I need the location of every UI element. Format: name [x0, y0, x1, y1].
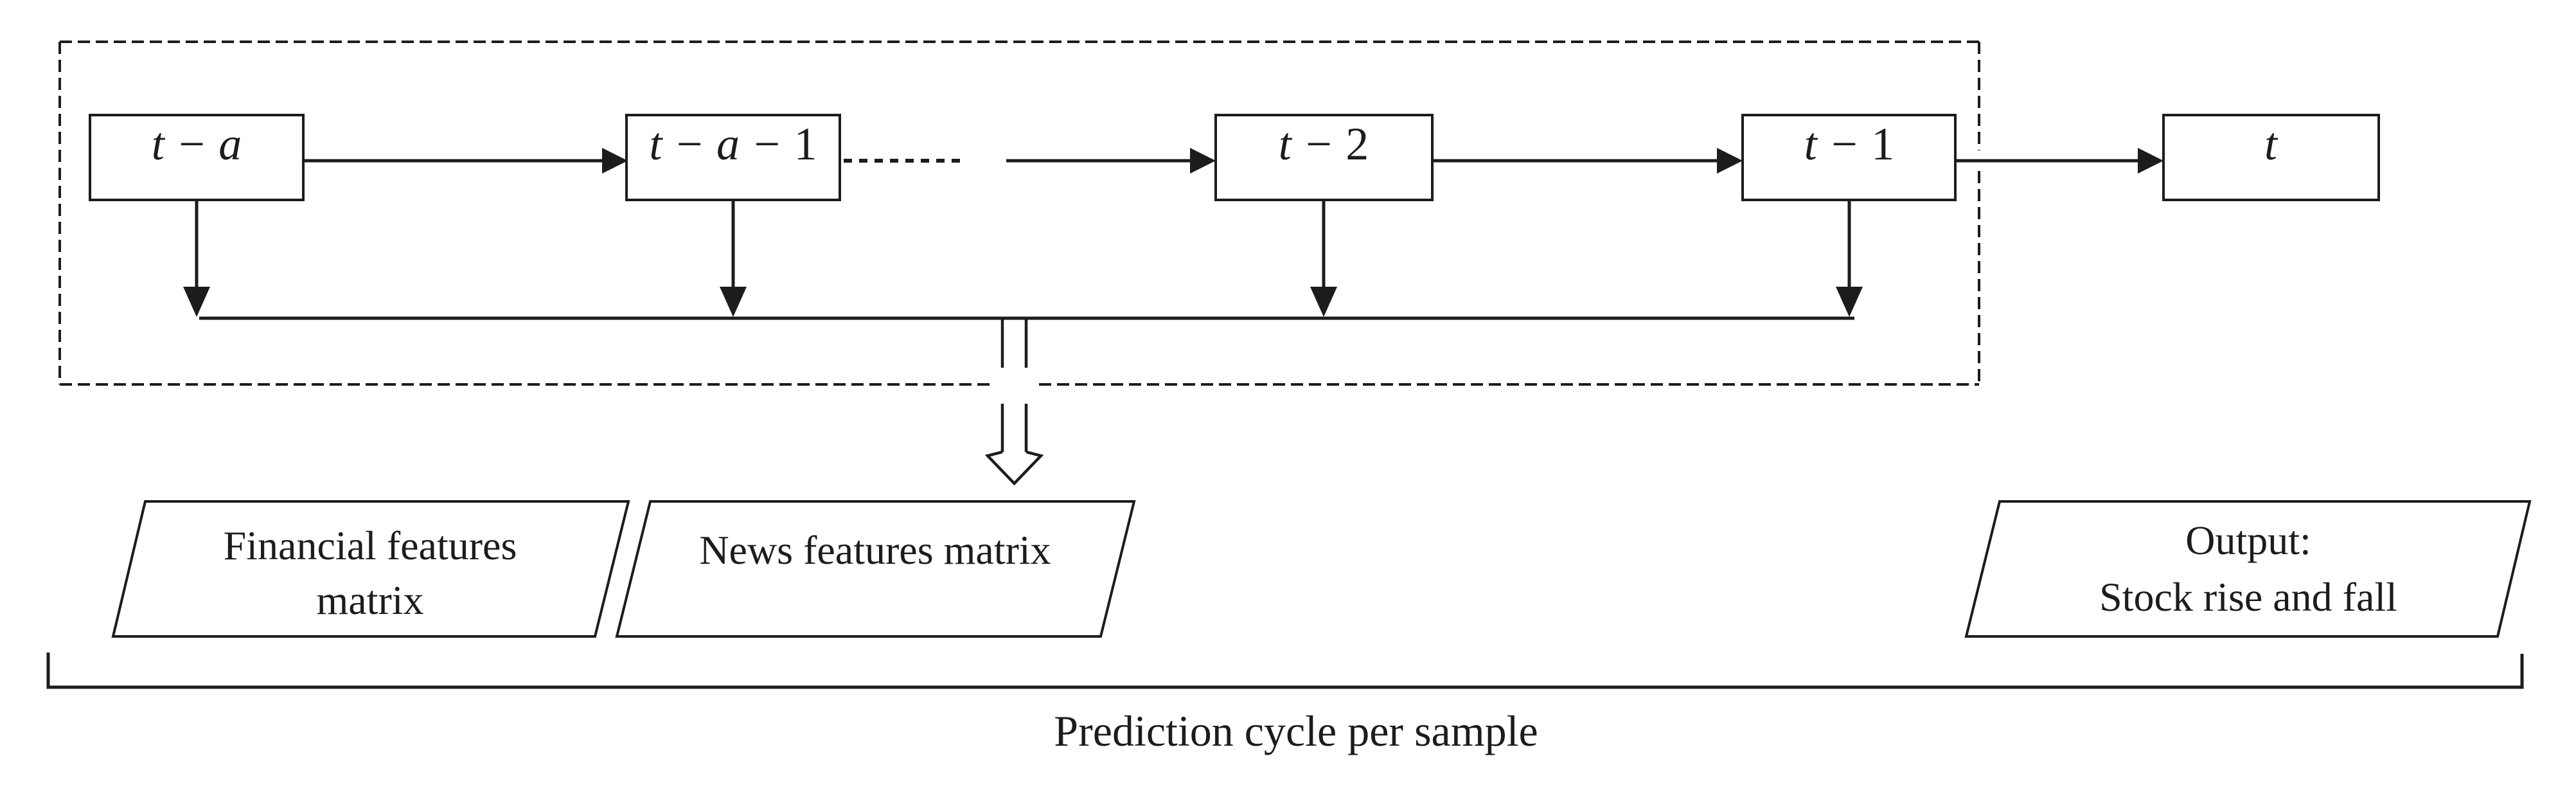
news-features-parallelogram	[615, 500, 1136, 638]
io-parallelograms	[111, 500, 2532, 638]
timestep-label-t-a: t − a	[152, 118, 242, 170]
timestep-label-t-2: t − 2	[1279, 118, 1369, 170]
timestep-box-t-1	[1741, 114, 1957, 201]
timestep-box-t-a-1	[625, 114, 841, 201]
timestep-label-t-a-1: t − a − 1	[649, 118, 817, 170]
output-parallelogram	[1964, 500, 2532, 638]
timestep-box-t-a	[89, 114, 305, 201]
prediction-cycle-bracket	[46, 652, 2524, 689]
arrow-down-icon	[720, 201, 747, 317]
timestep-label-t-1: t − 1	[1804, 118, 1895, 170]
double-down-arrow-icon	[984, 320, 1044, 486]
arrow-down-icon	[183, 201, 210, 317]
financial-features-label-line1: Financial features	[224, 523, 517, 568]
timestep-label-t: t	[2264, 118, 2278, 170]
financial-features-parallelogram	[111, 500, 630, 638]
dashed-window-border	[58, 40, 1980, 386]
down-arrows	[183, 201, 1863, 317]
arrow-right-icon	[1955, 148, 2163, 174]
output-label-line1: Output:	[2185, 518, 2311, 563]
financial-features-label-line2: matrix	[316, 577, 423, 623]
timestep-boxes	[89, 114, 2380, 201]
arrow-down-icon	[1836, 201, 1863, 317]
arrow-right-icon	[1432, 148, 1743, 174]
arrow-right-icon	[303, 148, 628, 174]
flow-arrows	[303, 148, 2163, 174]
arrow-right-icon	[1006, 148, 1216, 174]
diagram-caption: Prediction cycle per sample	[1054, 706, 1538, 755]
arrow-down-icon	[1310, 201, 1337, 317]
news-features-label: News features matrix	[699, 527, 1051, 573]
timestep-box-t	[2162, 114, 2380, 201]
timestep-box-t-2	[1214, 114, 1434, 201]
output-label-line2: Stock rise and fall	[2099, 574, 2397, 620]
